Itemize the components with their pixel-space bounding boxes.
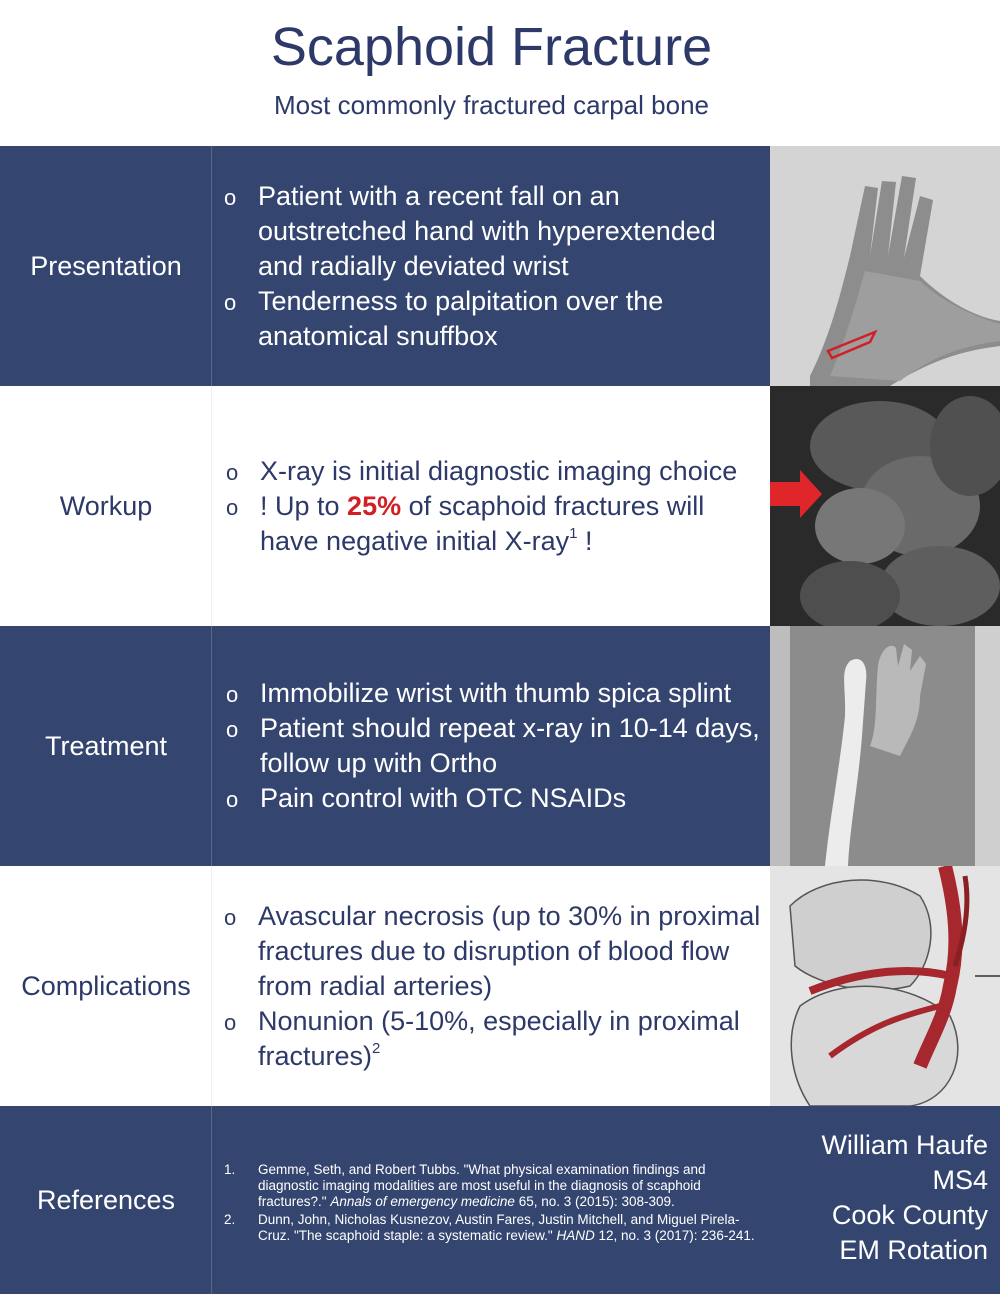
footnote-marker: 2 (372, 1039, 381, 1057)
bullet-icon: o (224, 289, 237, 315)
xray-photo-icon (770, 386, 1000, 626)
bullet-icon: o (226, 717, 239, 742)
author-site: Cook County (831, 1200, 988, 1230)
hand-photo-icon (770, 146, 1000, 386)
splint-photo-icon (770, 626, 1000, 866)
references-section: References (0, 1106, 1000, 1294)
header: Scaphoid Fracture Most commonly fracture… (0, 0, 1000, 146)
section-label-treatment: Treatment (44, 730, 168, 761)
page-subtitle: Most commonly fractured carpal bone (274, 90, 709, 120)
bullet-icon: o (224, 1009, 237, 1035)
author-rotation: EM Rotation (839, 1235, 988, 1265)
section-divider (211, 146, 212, 386)
bullet-icon: o (226, 494, 239, 520)
reference-item: 1.Gemme, Seth, and Robert Tubbs. "What p… (224, 1162, 706, 1209)
footnote-marker: 1 (569, 524, 578, 542)
section-label-workup: Workup (59, 490, 153, 521)
bullet-icon: o (226, 682, 239, 707)
references-list: 1.Gemme, Seth, and Robert Tubbs. "What p… (224, 1162, 764, 1246)
reference-item: 2.Dunn, John, Nicholas Kusnezov, Austin … (224, 1212, 755, 1243)
bullet-icon: o (226, 459, 239, 485)
highlight-percentage: 25% (347, 490, 402, 521)
list-item: o! Up to 25% of scaphoid fractures will … (226, 490, 705, 556)
section-divider (211, 1106, 212, 1294)
section-label-references: References (36, 1184, 176, 1215)
section-label-complications: Complications (21, 970, 191, 1001)
section-divider (211, 866, 212, 1106)
bullet-icon: o (224, 184, 237, 210)
page-title: Scaphoid Fracture (270, 17, 713, 77)
author-block: William Haufe MS4 Cook County EM Rotatio… (821, 1128, 988, 1268)
author-year: MS4 (932, 1165, 988, 1195)
bullet-icon: o (224, 904, 237, 930)
section-divider (211, 386, 212, 626)
bullet-icon: o (226, 787, 239, 812)
section-label-presentation: Presentation (30, 250, 182, 281)
author-name: William Haufe (821, 1130, 988, 1160)
vascular-illustration-icon (770, 866, 1000, 1106)
section-divider (211, 626, 212, 866)
